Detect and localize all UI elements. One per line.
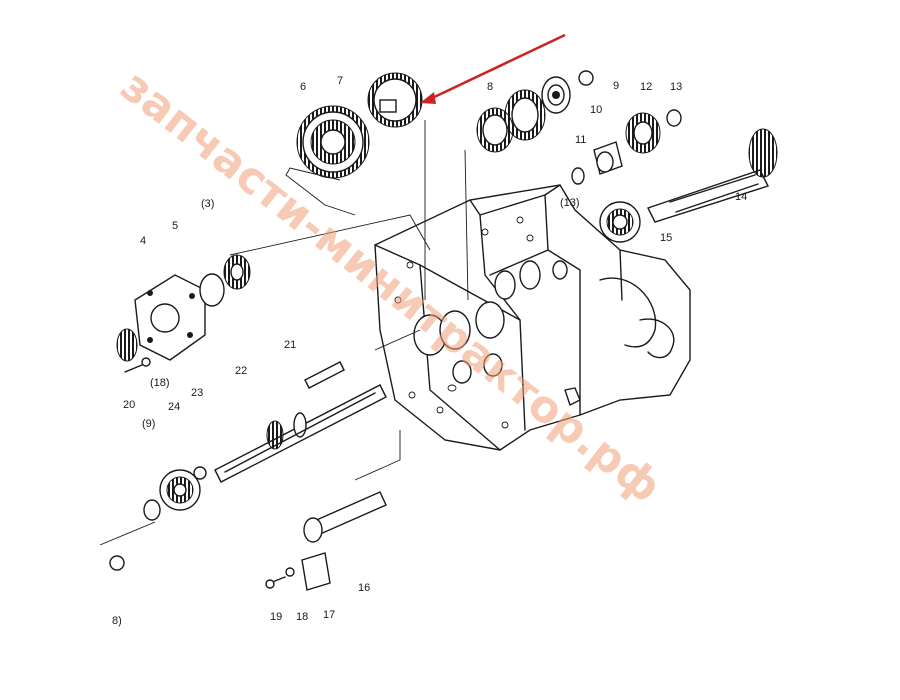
circlip-9 bbox=[578, 70, 594, 86]
label-p7: 7 bbox=[337, 75, 343, 87]
bolt-19 bbox=[265, 576, 286, 589]
label-p19: 19 bbox=[270, 611, 282, 623]
circlip-23 bbox=[193, 466, 207, 480]
sleeve-11 bbox=[593, 141, 623, 175]
plate-17 bbox=[301, 552, 331, 591]
label-p16: 16 bbox=[358, 582, 370, 594]
label-p6: 6 bbox=[300, 81, 306, 93]
label-p22: 22 bbox=[235, 365, 247, 377]
gear-12 bbox=[625, 112, 661, 154]
label-p18: 18 bbox=[296, 611, 308, 623]
gear-8 bbox=[476, 89, 546, 153]
bolt-20 bbox=[124, 357, 151, 373]
bearing-3 bbox=[199, 254, 251, 307]
label-p13b: (13) bbox=[560, 197, 580, 209]
label-p12: 12 bbox=[640, 81, 652, 93]
seal-4 bbox=[116, 328, 138, 362]
gear-6 bbox=[296, 105, 370, 179]
label-p14: 14 bbox=[735, 191, 747, 203]
label-p18b: (18) bbox=[150, 377, 170, 389]
label-p10: 10 bbox=[590, 104, 602, 116]
part-labels: (3) 4 5 6 7 8 9 10 11 12 13 (13) 14 15 1… bbox=[112, 75, 747, 627]
label-p11: 11 bbox=[575, 134, 586, 146]
ring-9 bbox=[143, 499, 161, 521]
label-p8b: 8) bbox=[112, 615, 122, 627]
label-p8: 8 bbox=[487, 81, 493, 93]
washer-18 bbox=[285, 567, 295, 577]
label-p17: 17 bbox=[323, 609, 335, 621]
label-p13: 13 bbox=[670, 81, 682, 93]
label-p21: 21 bbox=[284, 339, 296, 351]
shaft-14 bbox=[647, 128, 778, 223]
gear-7 bbox=[367, 72, 423, 128]
label-p3: (3) bbox=[201, 198, 214, 210]
washer-13 bbox=[571, 109, 682, 185]
label-p4: 4 bbox=[140, 235, 146, 247]
leader-lines bbox=[99, 120, 469, 546]
label-p9: 9 bbox=[613, 80, 619, 92]
pin-16 bbox=[303, 491, 387, 543]
nut-8 bbox=[109, 555, 125, 571]
label-p23: 23 bbox=[191, 387, 203, 399]
label-p5: 5 bbox=[172, 220, 178, 232]
label-p9b: (9) bbox=[142, 418, 155, 430]
gearbox-housing bbox=[374, 184, 691, 451]
label-p24: 24 bbox=[168, 401, 180, 413]
label-p15: 15 bbox=[660, 232, 672, 244]
cover-5 bbox=[134, 274, 206, 361]
bearing-10 bbox=[541, 76, 571, 114]
key-21 bbox=[304, 361, 345, 389]
bearing-24 bbox=[159, 469, 201, 511]
indicator-arrow bbox=[420, 33, 566, 104]
shaft-22 bbox=[214, 384, 387, 483]
bearing-15 bbox=[599, 201, 641, 243]
label-p20: 20 bbox=[123, 399, 135, 411]
